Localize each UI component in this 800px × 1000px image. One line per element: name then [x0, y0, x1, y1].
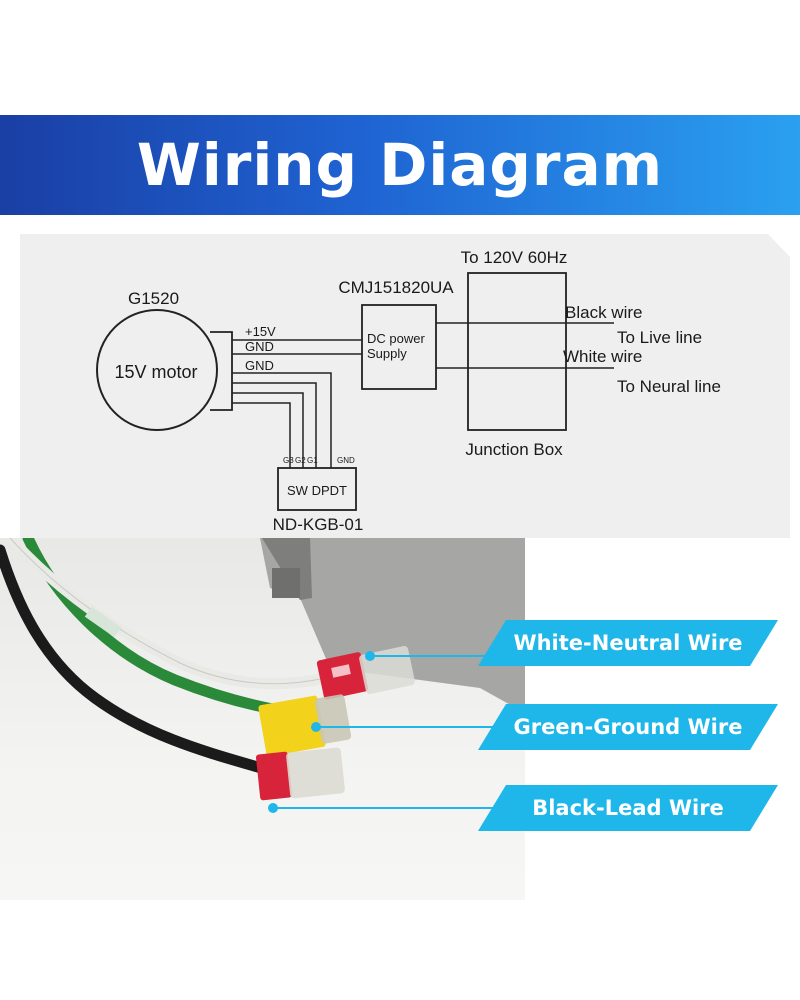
wire-switch-g2	[232, 392, 304, 468]
neutral-line-label: To Neural line	[617, 377, 721, 396]
switch-pin-g3: G3	[283, 456, 294, 465]
connector-black-clear	[286, 747, 345, 799]
wiring-schematic: G1520 15V motor +15V GND GND G3 G2 G1 GN…	[20, 234, 790, 538]
schematic-panel	[20, 234, 790, 538]
white-wire-outline	[9, 538, 326, 685]
wire-tag	[84, 606, 122, 638]
callout-white-neutral: White-Neutral Wire	[478, 620, 778, 666]
junction-box	[467, 272, 567, 431]
callout-green-ground-label: Green-Ground Wire	[513, 715, 743, 739]
pointer-white-dot	[365, 651, 375, 661]
switch-box	[277, 467, 357, 511]
callouts: White-Neutral Wire Green-Ground Wire Bla…	[0, 538, 800, 900]
connector-green-clear	[314, 694, 352, 744]
callout-white-neutral-label: White-Neutral Wire	[513, 631, 743, 655]
motor-label: 15V motor	[114, 362, 197, 382]
connector-white-red	[316, 652, 369, 700]
wire-connector-photo	[0, 538, 525, 900]
title-banner: Wiring Diagram	[0, 115, 800, 215]
black-wire-label: Black wire	[565, 303, 642, 322]
motor-model-label: G1520	[128, 289, 179, 308]
page-title: Wiring Diagram	[136, 131, 664, 199]
switch-pin-g2: G2	[295, 456, 306, 465]
switch-pin-g1: G1	[307, 456, 318, 465]
supply-label-line1: DC power	[367, 331, 425, 346]
white-wire-label: White wire	[563, 347, 642, 366]
supply-label-line2: Supply	[367, 346, 407, 361]
wire-switch-gnd	[232, 372, 332, 468]
wire-switch-g3	[232, 402, 291, 468]
live-line-label: To Live line	[617, 328, 702, 347]
connector-white-slot	[331, 664, 351, 678]
mains-label: To 120V 60Hz	[461, 248, 568, 267]
connector-black-red	[255, 751, 293, 801]
dc-supply-box	[361, 304, 437, 390]
junction-box-label: Junction Box	[465, 440, 563, 459]
callout-lines	[268, 651, 505, 813]
label-gnd-1: GND	[245, 339, 274, 354]
switch-pin-gnd: GND	[337, 456, 355, 465]
switch-model-label: ND-KGB-01	[273, 515, 364, 534]
motor-circle	[96, 309, 218, 431]
pointer-green-dot	[311, 722, 321, 732]
black-wire	[0, 544, 274, 776]
motor-terminal-bracket	[210, 331, 233, 411]
wire-switch-g1	[232, 382, 317, 468]
photo-illustration	[0, 538, 525, 801]
switch-label: SW DPDT	[287, 483, 347, 498]
callout-black-lead: Black-Lead Wire	[478, 785, 778, 831]
callout-black-lead-label: Black-Lead Wire	[532, 796, 724, 820]
label-gnd-2: GND	[245, 358, 274, 373]
connector-green-yellow	[258, 695, 326, 757]
housing-slot	[272, 568, 300, 598]
metal-housing	[260, 538, 525, 713]
pointer-black-dot	[268, 803, 278, 813]
label-plus15v: +15V	[245, 324, 276, 339]
supply-model-label: CMJ151820UA	[338, 278, 454, 297]
callout-green-ground: Green-Ground Wire	[478, 704, 778, 750]
